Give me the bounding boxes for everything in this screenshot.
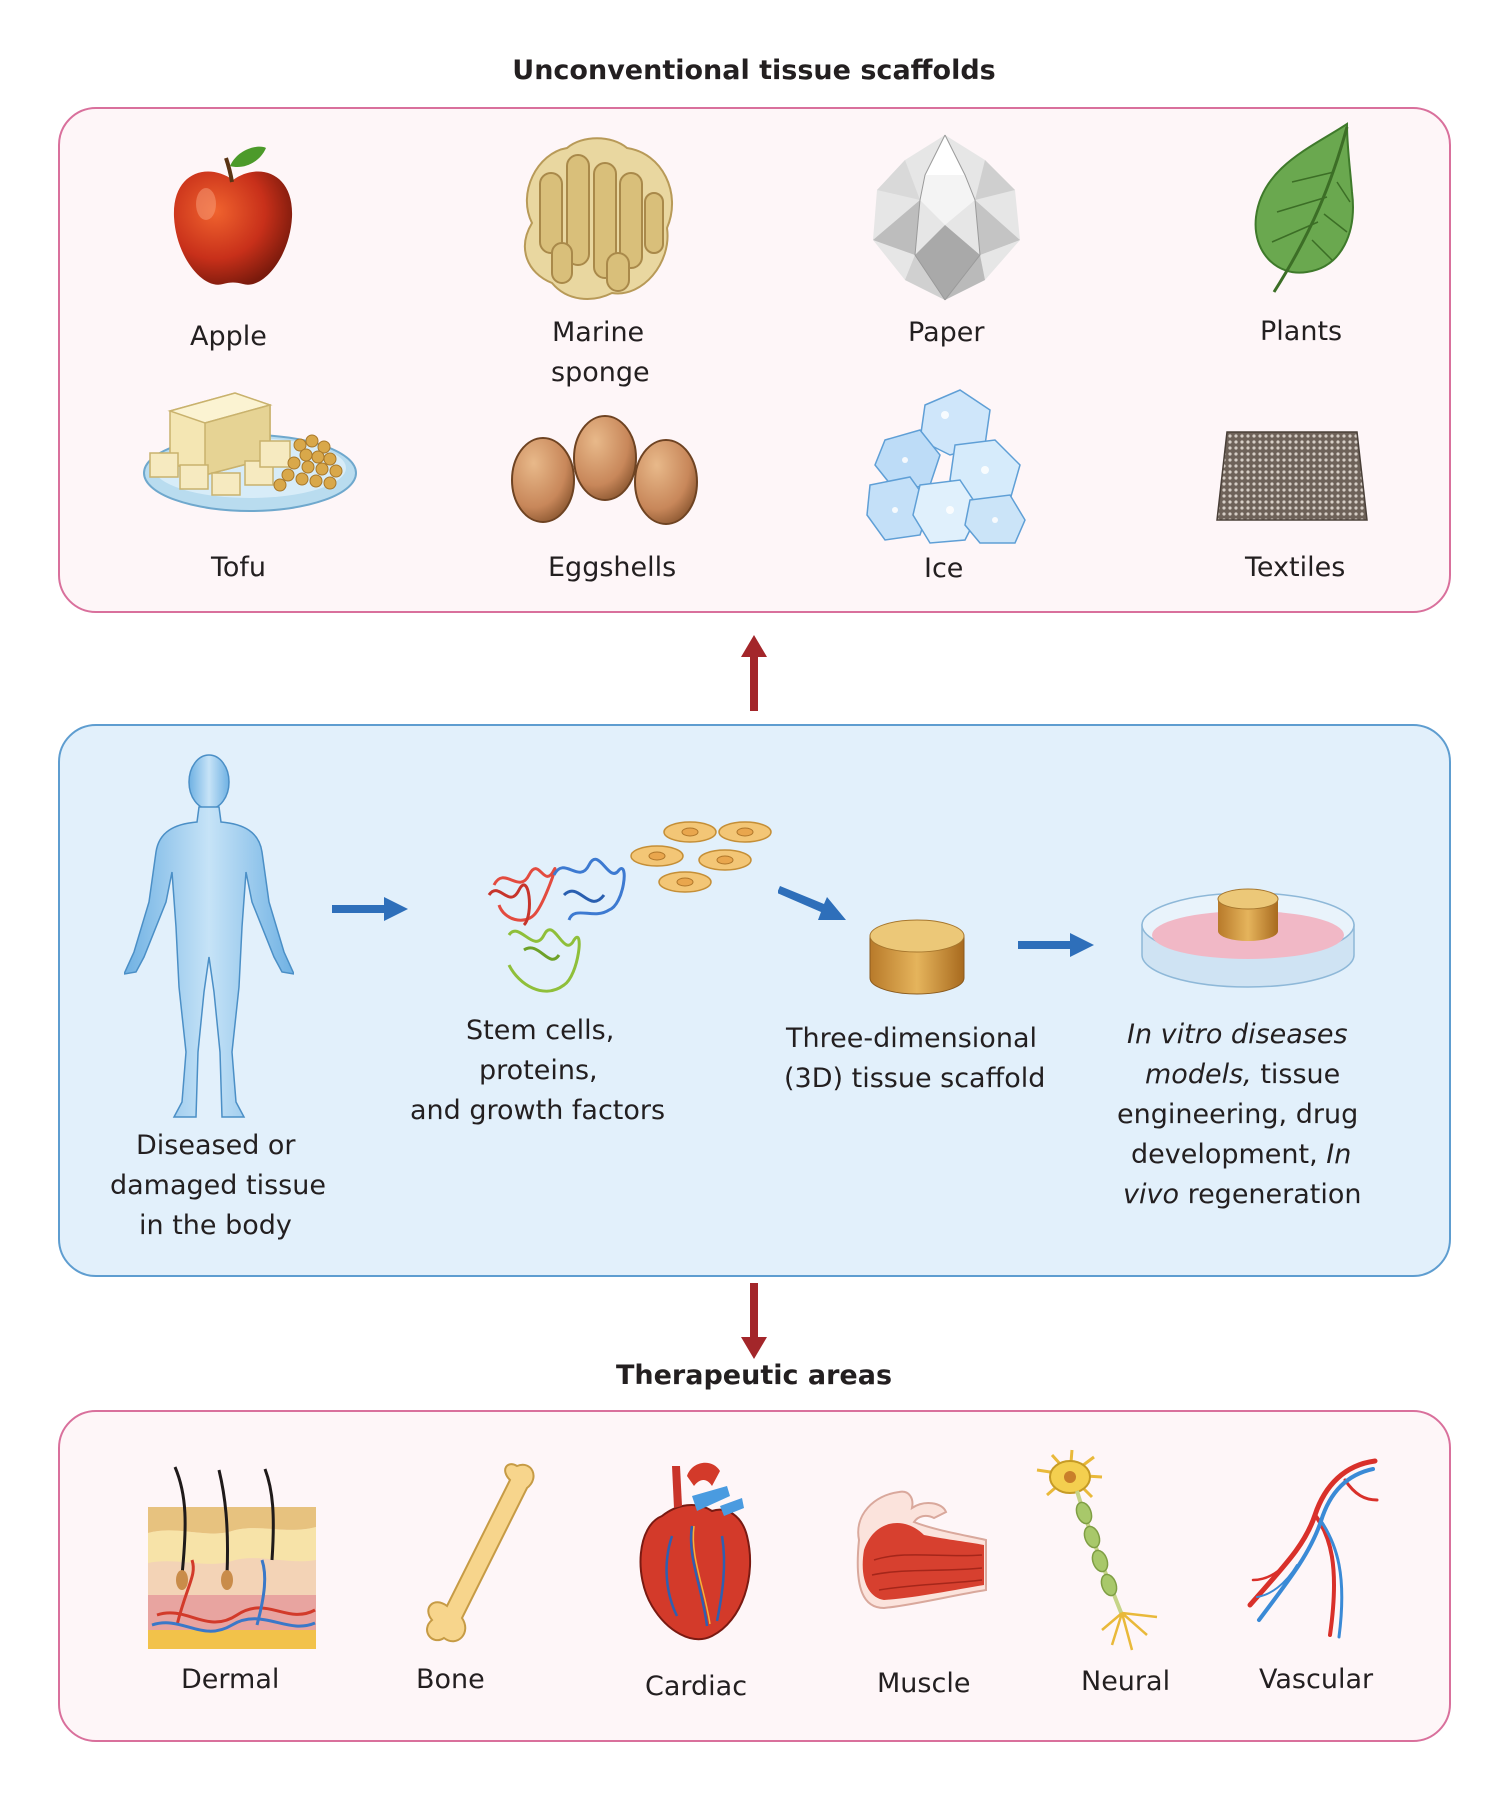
blood-vessels-icon	[1245, 1455, 1380, 1640]
muscle-arm-icon	[854, 1480, 989, 1615]
neural-label: Neural	[1081, 1666, 1171, 1697]
arrow-down-icon	[740, 1283, 768, 1359]
vitro-regeneration-text: regeneration	[1178, 1179, 1362, 1210]
marine-sponge-icon	[512, 133, 682, 303]
apple-icon	[168, 142, 298, 292]
vitro-tissue-text: tissue	[1251, 1059, 1341, 1090]
paper-label: Paper	[908, 317, 985, 348]
arrow-up-icon	[740, 635, 768, 711]
vitro-label-line3: engineering, drug	[1117, 1099, 1359, 1130]
vitro-label-line5: vivo regeneration	[1123, 1175, 1362, 1215]
tofu-label: Tofu	[211, 552, 267, 583]
textiles-label: Textiles	[1245, 552, 1346, 583]
arrow-diagonal-icon	[778, 880, 848, 924]
marine-sponge-label-line1: Marine	[552, 317, 645, 348]
proteins-icon	[484, 845, 634, 1005]
tofu-icon	[140, 383, 360, 518]
muscle-label: Muscle	[877, 1668, 971, 1699]
body-label-line3: in the body	[139, 1210, 292, 1241]
scaffold-label-line2: (3D) tissue scaffold	[784, 1063, 1046, 1094]
vitro-in-italic: In	[1326, 1139, 1352, 1170]
body-label-line2: damaged tissue	[110, 1170, 326, 1201]
bone-icon	[422, 1458, 537, 1648]
vascular-label: Vascular	[1259, 1664, 1374, 1695]
scaffolds-panel	[58, 107, 1451, 613]
vitro-label-line4: development, In	[1131, 1135, 1351, 1175]
paper-origami-icon	[865, 130, 1025, 305]
vitro-label-line2: models, tissue	[1145, 1055, 1340, 1095]
arrow-right-icon-2	[1018, 933, 1094, 957]
vitro-development-text: development,	[1131, 1139, 1327, 1170]
plants-label: Plants	[1260, 316, 1343, 347]
marine-sponge-label-line2: sponge	[551, 357, 650, 388]
dermal-label: Dermal	[181, 1664, 280, 1695]
vitro-vivo-italic: vivo	[1123, 1179, 1179, 1210]
body-label-line1: Diseased or	[136, 1130, 296, 1161]
cardiac-label: Cardiac	[645, 1671, 748, 1702]
eggshells-label: Eggshells	[548, 552, 677, 583]
ice-cubes-icon	[865, 385, 1030, 545]
skin-layers-icon	[147, 1465, 317, 1650]
therapeutic-title: Therapeutic areas	[615, 1360, 893, 1391]
leaf-icon	[1252, 122, 1367, 297]
top-section-title: Unconventional tissue scaffolds	[512, 55, 996, 86]
stem-label-line3: and growth factors	[410, 1095, 666, 1126]
stem-label-line1: Stem cells,	[466, 1015, 615, 1046]
arrow-right-icon	[332, 897, 408, 921]
textile-mesh-icon	[1215, 427, 1370, 525]
stem-label-line2: proteins,	[479, 1055, 598, 1086]
eggshells-icon	[508, 412, 703, 527]
vitro-models-italic: models,	[1145, 1059, 1252, 1090]
scaffold-cylinder-icon	[868, 918, 966, 996]
petri-dish-icon	[1140, 885, 1360, 997]
heart-icon	[632, 1456, 757, 1646]
process-panel	[58, 724, 1451, 1277]
bone-label: Bone	[416, 1664, 485, 1695]
apple-label: Apple	[190, 321, 267, 352]
stem-cells-icon	[630, 818, 775, 896]
human-body-icon	[124, 752, 294, 1124]
scaffold-label-line1: Three-dimensional	[786, 1023, 1037, 1054]
neuron-icon	[1032, 1445, 1172, 1655]
vitro-label-line1: In vitro diseases	[1127, 1019, 1348, 1050]
ice-label: Ice	[924, 553, 964, 584]
